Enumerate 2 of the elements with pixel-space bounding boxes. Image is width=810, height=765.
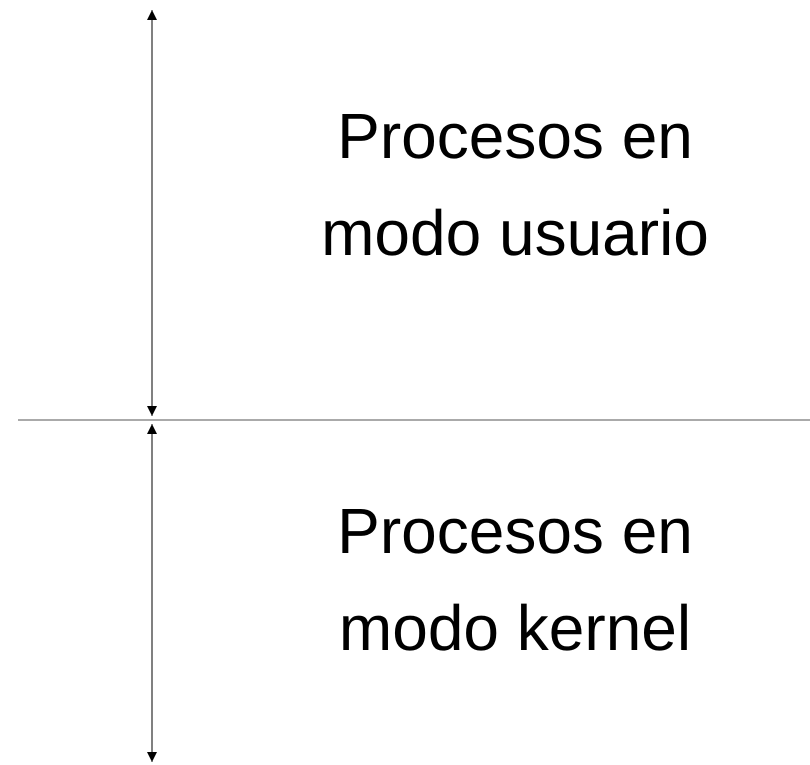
region-label: Procesos en modo kernel: [336, 494, 694, 666]
region-label: Procesos en modo usuario: [320, 99, 710, 271]
